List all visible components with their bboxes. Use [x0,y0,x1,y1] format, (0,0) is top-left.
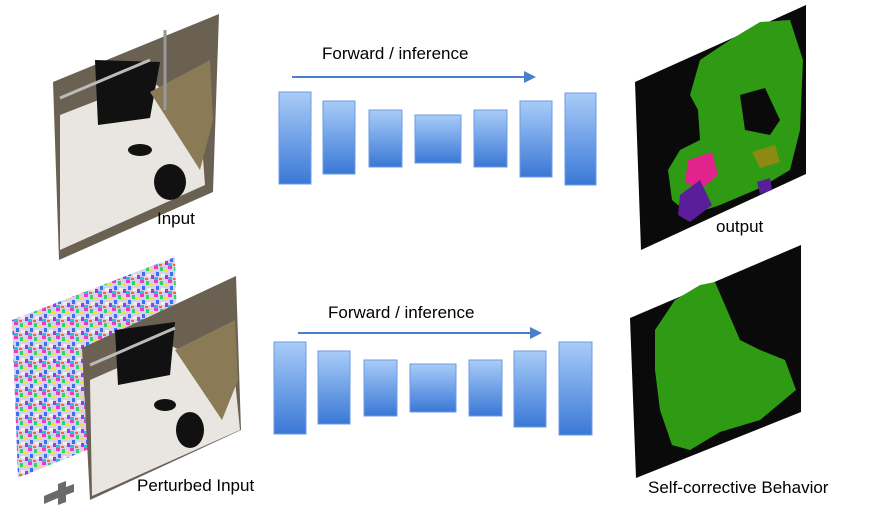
network-block [414,114,462,164]
network-block [317,350,351,425]
network-block [278,91,312,185]
output-label: output [716,217,764,236]
forward-arrow [298,327,542,339]
plus-icon [44,481,74,505]
network-block [273,341,307,435]
self-corrective-behavior-label: Self-corrective Behavior [648,478,829,497]
input-image [53,14,219,260]
network-block [564,92,597,186]
output-segmentation [635,5,806,250]
network-block [513,350,547,428]
network-block [473,109,508,168]
corrected-output-segmentation [630,245,801,478]
network-block [519,100,553,178]
network-block [468,359,503,417]
network-block [558,341,593,436]
network-encoder-decoder [278,91,597,186]
arrow-label-forward-inference: Forward / inference [322,44,469,63]
network-encoder-decoder [273,341,593,436]
perturbed-input-label: Perturbed Input [137,476,255,495]
network-block [363,359,398,417]
network-block [368,109,403,168]
perturbed-input-image [82,276,241,500]
input-label: Input [157,209,195,228]
arrow-label-forward-inference: Forward / inference [328,303,475,322]
network-block [409,363,457,413]
forward-arrow [292,71,536,83]
network-block [322,100,356,175]
